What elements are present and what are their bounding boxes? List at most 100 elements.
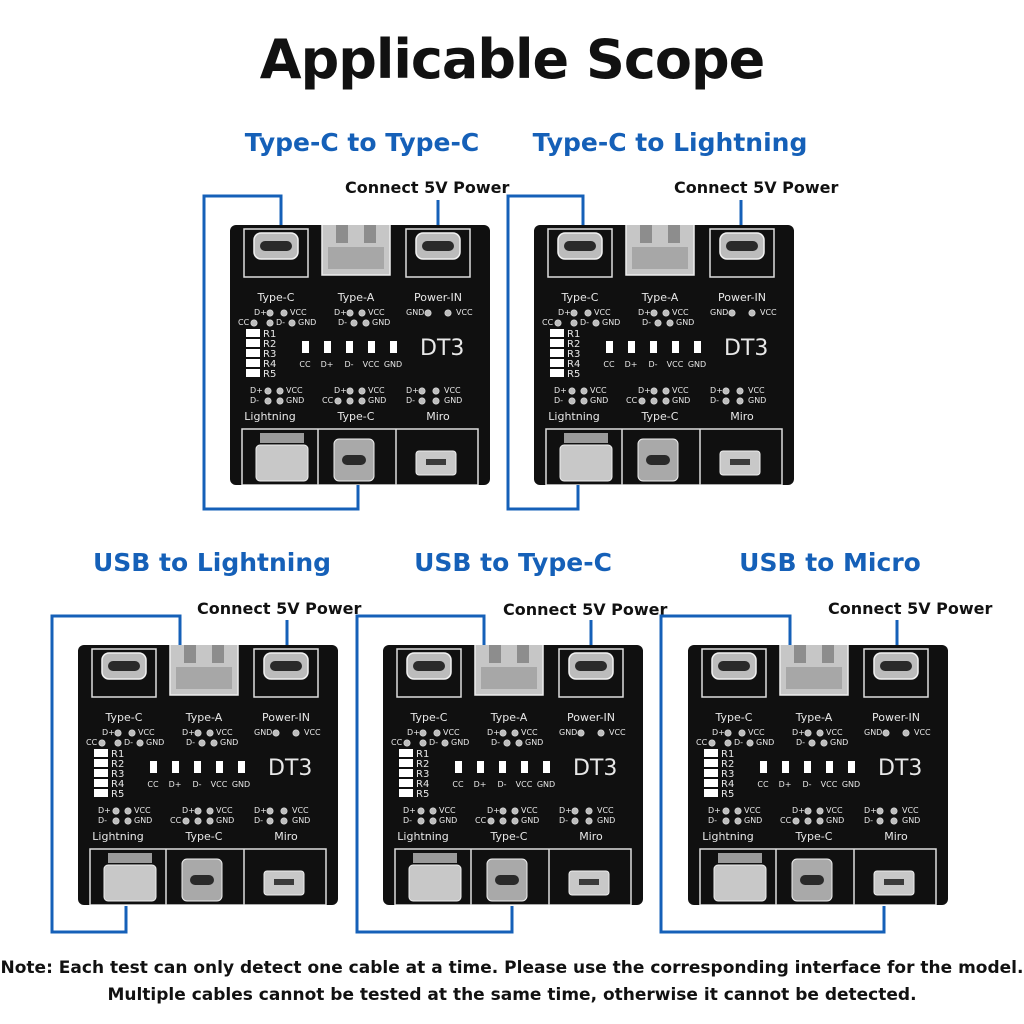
pad-dot (876, 817, 884, 825)
port-label: Power-IN (414, 291, 462, 304)
pad-dot (499, 817, 507, 825)
pad-dot (738, 729, 746, 737)
led-label: VCC (211, 780, 228, 789)
resistor-label: R2 (263, 339, 276, 350)
lightning-pins (413, 853, 457, 863)
pin-label: VCC (443, 728, 460, 737)
pin-label: GND (559, 728, 577, 737)
resistor-label: R4 (721, 779, 734, 790)
pad-dot (890, 817, 898, 825)
power-port-slot (270, 661, 302, 671)
pad-dot (276, 387, 284, 395)
pad-dot (808, 739, 816, 747)
micro-slot (579, 879, 599, 885)
pin-label: GND (372, 318, 390, 327)
led (848, 761, 855, 773)
port-label: Power-IN (567, 711, 615, 724)
pad-dot (804, 729, 812, 737)
resistor-label: R1 (416, 749, 429, 760)
pin-label: D+ (712, 728, 725, 737)
pin-label: GND (254, 728, 272, 737)
pin-label: VCC (744, 806, 761, 815)
port-label: Power-IN (262, 711, 310, 724)
note-line-1: Note: Each test can only detect one cabl… (0, 958, 1024, 978)
led-label: VCC (516, 780, 533, 789)
usb-a-port-contact (822, 645, 834, 663)
led (324, 341, 331, 353)
resistor-label: R3 (263, 349, 276, 360)
pad-dot (728, 309, 736, 317)
pad-dot (429, 817, 437, 825)
pin-label: D- (554, 396, 563, 405)
typec-bottom-slot (190, 875, 214, 885)
pin-label: VCC (368, 308, 385, 317)
board-body (383, 645, 643, 905)
pad-dot (206, 729, 214, 737)
pad-dot (358, 397, 366, 405)
pad-dot (577, 729, 585, 737)
led (543, 761, 550, 773)
pin-label: GND (406, 308, 424, 317)
pad-dot (210, 739, 218, 747)
led-label: GND (537, 780, 555, 789)
model-label: DT3 (573, 756, 617, 781)
usb-a-port-contact (668, 225, 680, 243)
pin-label: D+ (334, 386, 347, 395)
pin-label: CC (391, 738, 403, 747)
resistor-pad (94, 779, 108, 787)
pin-label: CC (238, 318, 250, 327)
typec-bottom-slot (646, 455, 670, 465)
pad-dot (580, 397, 588, 405)
pad-dot (570, 309, 578, 317)
pad-dot (554, 319, 562, 327)
pad-dot (816, 817, 824, 825)
pin-label: VCC (456, 308, 473, 317)
led (650, 341, 657, 353)
pin-label: GND (368, 396, 386, 405)
pin-label: VCC (216, 728, 233, 737)
led-label: D- (497, 780, 506, 789)
pad-dot (746, 739, 754, 747)
pin-label: GND (146, 738, 164, 747)
pin-label: D- (491, 738, 500, 747)
pad-dot (346, 387, 354, 395)
pin-label: GND (748, 396, 766, 405)
pad-dot (499, 807, 507, 815)
pin-label: VCC (748, 728, 765, 737)
led-label: D+ (625, 360, 638, 369)
pin-label: VCC (826, 728, 843, 737)
pad-dot (358, 309, 366, 317)
port-label: Miro (274, 830, 298, 843)
pad-dot (654, 319, 662, 327)
lightning-port (255, 444, 309, 482)
pin-label: CC (322, 396, 334, 405)
port-label: Type-C (257, 291, 295, 304)
resistor-label: R2 (721, 759, 734, 770)
pin-label: GND (756, 738, 774, 747)
pad-dot (722, 397, 730, 405)
pad-dot (584, 309, 592, 317)
pad-dot (650, 397, 658, 405)
pin-label: GND (292, 816, 310, 825)
pad-dot (419, 729, 427, 737)
led (672, 341, 679, 353)
led (760, 761, 767, 773)
pin-label: D- (864, 816, 873, 825)
pin-label: GND (444, 396, 462, 405)
pad-dot (662, 397, 670, 405)
lightning-pins (260, 433, 304, 443)
resistor-label: R5 (416, 789, 429, 800)
port-label: Lightning (92, 830, 143, 843)
pin-label: D- (708, 816, 717, 825)
pad-dot (876, 807, 884, 815)
typec-port-slot (108, 661, 140, 671)
port-label: Type-C (105, 711, 143, 724)
frame-bottom (241, 428, 479, 485)
pad-dot (736, 387, 744, 395)
panel-title-typec-typec: Type-C to Type-C (244, 128, 480, 157)
pad-dot (432, 387, 440, 395)
pin-label: GND (451, 738, 469, 747)
resistor-pad (704, 789, 718, 797)
